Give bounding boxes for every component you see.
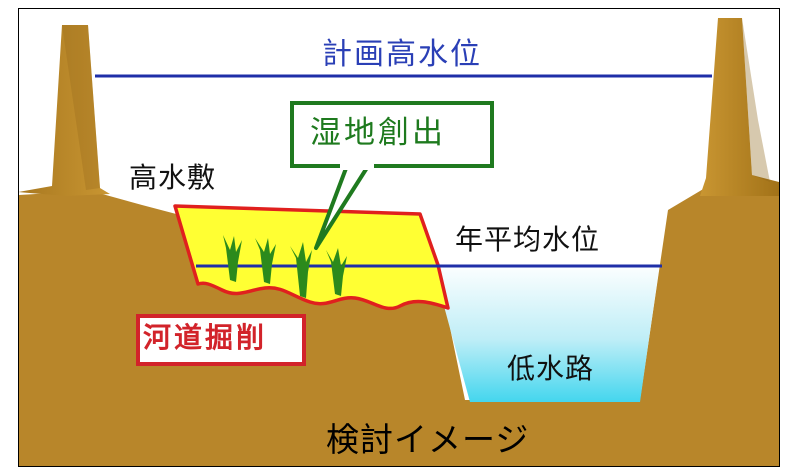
annual-mean-water-level-label: 年平均水位 [455, 223, 601, 256]
channel-excavation-zone [173, 204, 450, 311]
reed-plants [223, 235, 347, 298]
planned-high-water-label: 計画高水位 [322, 37, 482, 72]
low-water-channel-label: 低水路 [507, 352, 595, 385]
right-levee [700, 18, 779, 196]
wetland-callout-box [290, 101, 494, 168]
wetland-creation-label: 湿地創出 [310, 115, 446, 151]
diagram-caption: 検討イメージ [326, 420, 530, 459]
low-water-channel [432, 262, 660, 402]
channel-excavation-label: 河道掘削 [143, 321, 268, 354]
left-levee [19, 25, 110, 196]
channel-excavation-label-box [136, 314, 306, 366]
floodplain-label: 高水敷 [129, 161, 217, 194]
